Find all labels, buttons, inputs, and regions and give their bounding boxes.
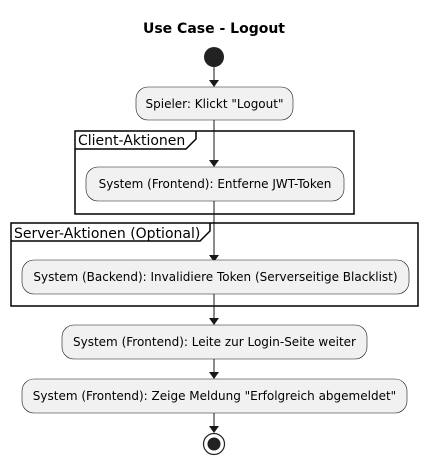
frame-server-actions-tab [11, 223, 211, 242]
arrowhead-redirect-to-message [209, 372, 219, 379]
action-show-message-label: System (Frontend): Zeige Meldung "Erfolg… [33, 389, 396, 403]
start-node [204, 47, 224, 67]
action-click-logout-label: Spieler: Klickt "Logout" [146, 97, 284, 111]
frame-client-actions-label: Client-Aktionen [78, 133, 185, 149]
action-redirect-login-label: System (Frontend): Leite zur Login-Seite… [73, 335, 356, 349]
arrowhead-invalidate-to-redirect [209, 318, 219, 325]
action-invalidate-token [21, 259, 410, 295]
arrowhead-start-to-click [209, 80, 219, 87]
end-node-outer [202, 432, 226, 456]
arrowhead-message-to-end [209, 426, 219, 433]
arrowhead-remove-to-invalidate [209, 255, 219, 262]
frame-server-actions-label: Server-Aktionen (Optional) [14, 226, 200, 242]
action-remove-token [85, 166, 345, 202]
action-invalidate-token-label: System (Backend): Invalidiere Token (Ser… [33, 270, 397, 284]
frame-client-actions-tab [75, 131, 197, 150]
end-node-inner [207, 437, 221, 451]
diagram-title: Use Case - Logout [143, 21, 285, 37]
arrowhead-click-to-remove [209, 160, 219, 167]
action-remove-token-label: System (Frontend): Entferne JWT-Token [99, 177, 332, 191]
